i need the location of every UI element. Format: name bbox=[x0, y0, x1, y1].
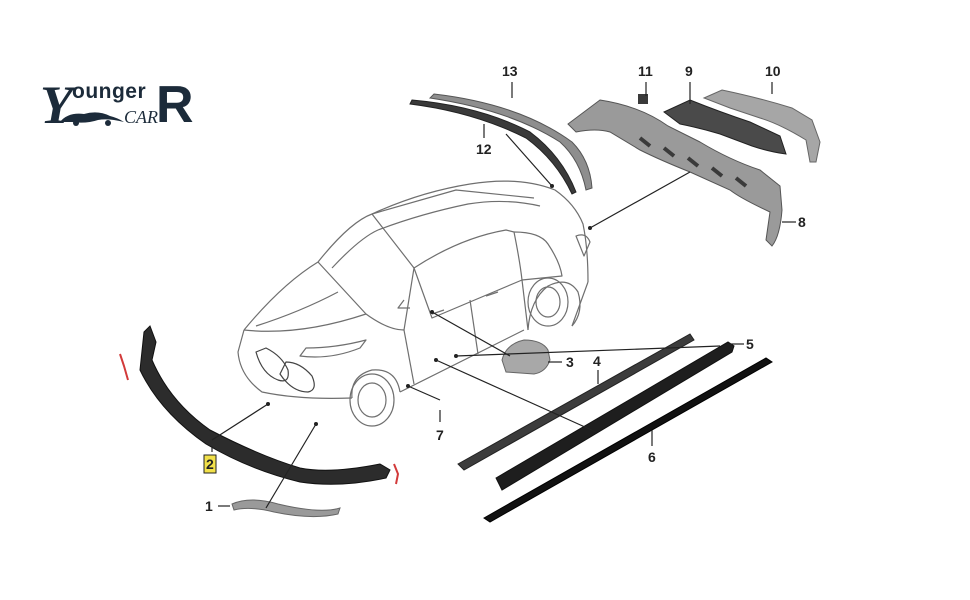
callout-5: 5 bbox=[746, 336, 754, 352]
part-5-side-skirt-extension bbox=[495, 341, 735, 491]
leader-lines bbox=[211, 82, 796, 509]
callout-7: 7 bbox=[436, 427, 444, 443]
callout-1: 1 bbox=[205, 498, 213, 514]
callout-13: 13 bbox=[502, 63, 518, 79]
part-10-diffuser-trim bbox=[702, 89, 821, 163]
part-8-rear-diffuser bbox=[567, 99, 783, 247]
car-swoosh-icon bbox=[60, 112, 124, 126]
callout-12: 12 bbox=[476, 141, 492, 157]
part-12-trunk-lip bbox=[409, 99, 577, 195]
part-1-front-lip bbox=[231, 499, 341, 518]
part-2-front-splitter bbox=[119, 325, 400, 485]
logo-word-top: ounger bbox=[72, 80, 147, 103]
callout-11: 11 bbox=[638, 63, 653, 79]
logo-word-bottom: CAR bbox=[124, 107, 158, 127]
part-13-spoiler bbox=[428, 93, 593, 191]
logo-letter-y: Y bbox=[40, 75, 73, 135]
part-4-side-skirt bbox=[457, 333, 695, 471]
callout-10: 10 bbox=[765, 63, 781, 79]
logo-letter-r: R bbox=[156, 76, 194, 134]
callout-3: 3 bbox=[566, 354, 574, 370]
callout-4: 4 bbox=[593, 353, 601, 369]
part-3-mirror-cap bbox=[501, 339, 551, 375]
callout-2-highlight bbox=[203, 454, 217, 474]
callout-2: 2 bbox=[206, 456, 214, 472]
part-11-clip bbox=[638, 94, 648, 104]
callout-9: 9 bbox=[685, 63, 693, 79]
callout-6: 6 bbox=[648, 449, 656, 465]
connection-dots bbox=[266, 184, 592, 426]
brand-logo: Y ounger R CAR bbox=[38, 78, 198, 134]
part-6-side-blade bbox=[483, 357, 773, 523]
callout-8: 8 bbox=[798, 214, 806, 230]
car-outline bbox=[237, 180, 591, 427]
part-9-diffuser-insert bbox=[663, 99, 787, 155]
